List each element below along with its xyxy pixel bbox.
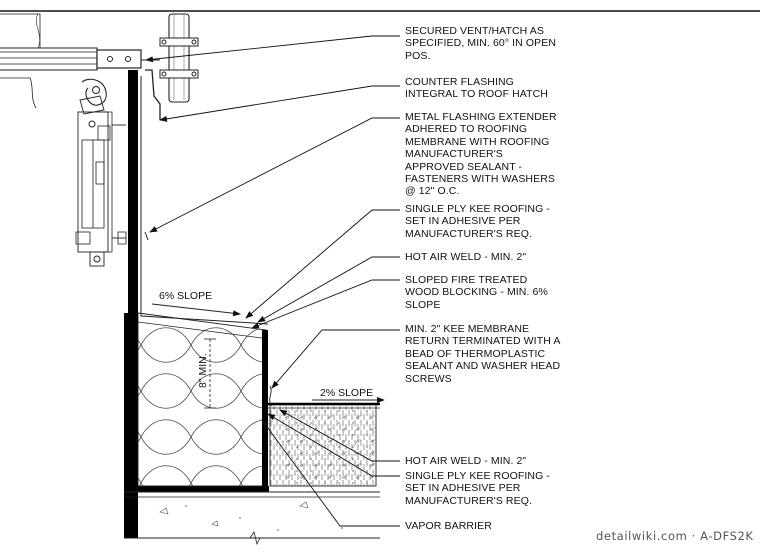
- slope-6-label: 6% SLOPE: [159, 290, 212, 302]
- curb-height-dimension: 8" MIN.: [197, 338, 216, 409]
- leader-weld2: [279, 409, 400, 462]
- leader-weld1: [257, 256, 400, 323]
- slope-6-annotation: 6% SLOPE: [151, 290, 241, 317]
- note-vapor-barrier: VAPOR BARRIER: [405, 520, 492, 532]
- leader-roofing1: [245, 209, 400, 319]
- leader-counter: [159, 85, 400, 122]
- hatch-lid: [0, 13, 160, 109]
- curb-height-label: 8" MIN.: [197, 353, 209, 388]
- watermark: detailwiki.com · A-DFS2K: [596, 529, 754, 543]
- membrane-return: [269, 385, 273, 407]
- note-single-ply-roofing-curb: SINGLE PLY KEE ROOFING - SET IN ADHESIVE…: [405, 203, 550, 240]
- note-flashing-extender: METAL FLASHING EXTENDER ADHERED TO ROOFI…: [405, 111, 557, 198]
- note-hot-air-weld-bottom: HOT AIR WELD - MIN. 2": [405, 455, 527, 467]
- leader-blocking: [251, 279, 400, 329]
- counter-flashing: [145, 69, 161, 120]
- leader-lines: [145, 35, 400, 527]
- leader-membrane: [271, 329, 400, 389]
- roof-deck-slab: [124, 491, 380, 546]
- slope-2-label: 2% SLOPE: [320, 387, 373, 399]
- leader-extender: [149, 117, 400, 233]
- hatch-hinge-bracket: [96, 49, 142, 69]
- note-hot-air-weld-top: HOT AIR WELD - MIN. 2": [405, 251, 527, 263]
- leader-vent: [145, 35, 400, 63]
- hatch-spring-operator: [75, 78, 127, 267]
- curb-membrane-vertical: [262, 330, 268, 486]
- note-vent-hatch: SECURED VENT/HATCH AS SPECIFIED, MIN. 60…: [405, 25, 557, 62]
- hatch-curb-wall: [124, 70, 269, 538]
- curb-insulation-blocking: [137, 312, 268, 487]
- note-membrane-return: MIN. 2" KEE MEMBRANE RETURN TERMINATED W…: [405, 323, 561, 385]
- note-wood-blocking: SLOPED FIRE TREATED WOOD BLOCKING - MIN.…: [405, 274, 548, 311]
- leader-roofing2: [267, 413, 400, 477]
- leader-vapor: [261, 419, 400, 527]
- note-single-ply-roofing-deck: SINGLE PLY KEE ROOFING - SET IN ADHESIVE…: [405, 470, 550, 507]
- note-counter-flashing: COUNTER FLASHING INTEGRAL TO ROOF HATCH: [405, 76, 548, 101]
